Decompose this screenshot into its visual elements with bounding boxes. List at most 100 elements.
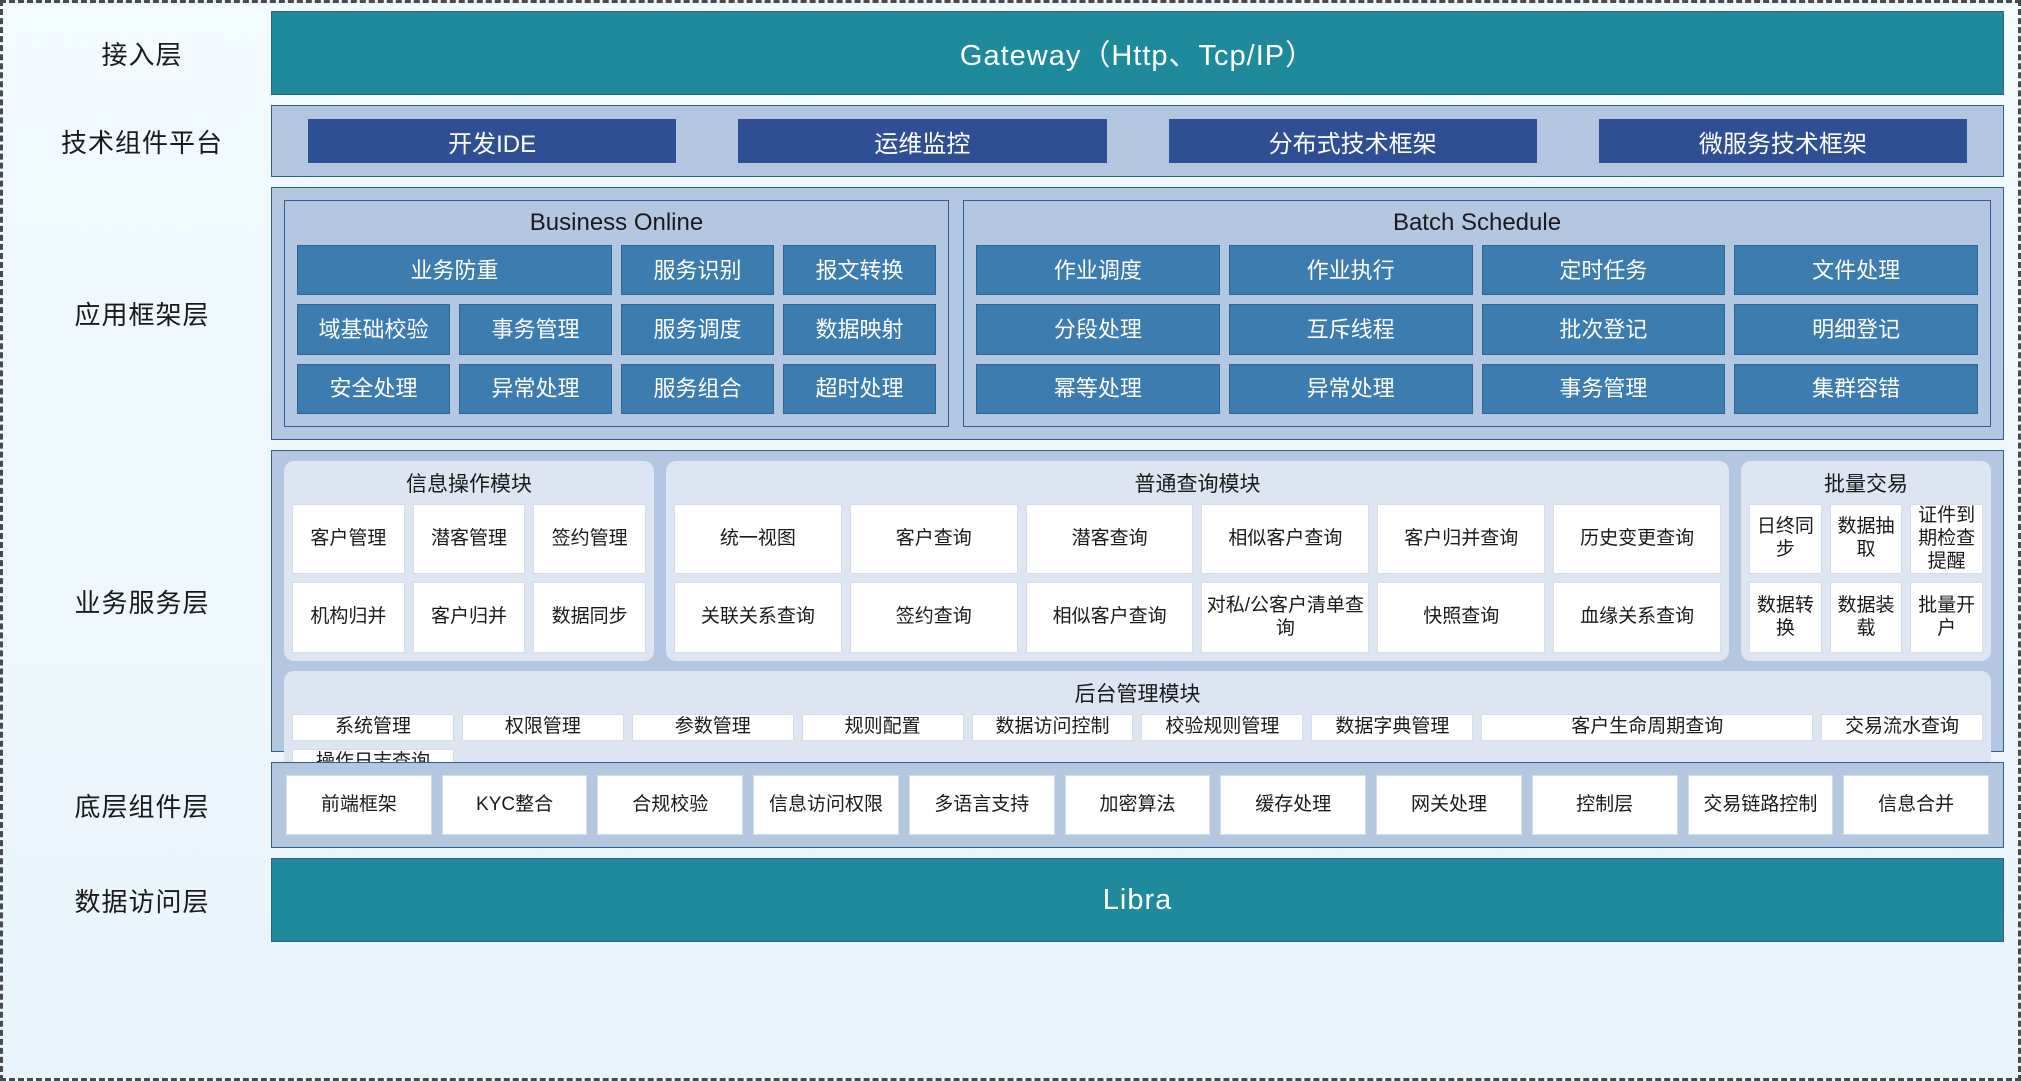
layer-label-access: 接入层 <box>101 39 183 70</box>
cell-base-9[interactable]: 交易链路控制 <box>1687 775 1834 835</box>
cell-base-3[interactable]: 信息访问权限 <box>753 775 899 835</box>
cell-base-2[interactable]: 合规校验 <box>597 775 744 835</box>
cell-base-6[interactable]: 缓存处理 <box>1220 775 1367 835</box>
cell-admin-0[interactable]: 系统管理 <box>292 713 454 741</box>
cell-admin-3[interactable]: 规则配置 <box>801 713 964 741</box>
cell-info-3[interactable]: 机构归并 <box>292 582 405 653</box>
layer-label-business-service: 业务服务层 <box>74 587 210 618</box>
cell-base-7[interactable]: 网关处理 <box>1376 775 1522 835</box>
cell-batch-7[interactable]: 明细登记 <box>1734 304 1978 355</box>
cell-base-4[interactable]: 多语言支持 <box>908 775 1055 835</box>
cell-batch-3[interactable]: 文件处理 <box>1734 245 1978 296</box>
cell-batchtx-1[interactable]: 数据抽取 <box>1829 504 1903 575</box>
gateway-bar: Gateway（Http、Tcp/IP） <box>271 11 2004 95</box>
cell-query-4[interactable]: 客户归并查询 <box>1377 504 1546 575</box>
cell-base-1[interactable]: KYC整合 <box>441 775 588 835</box>
batch-transaction-grid: 日终同步 数据抽取 证件到期检查提醒 数据转换 数据装载 批量开户 <box>1749 504 1983 653</box>
admin-management-title: 后台管理模块 <box>1074 682 1201 706</box>
gateway-label: Gateway（Http、Tcp/IP） <box>959 40 1316 72</box>
cell-base-0[interactable]: 前端框架 <box>286 775 432 835</box>
cell-query-3[interactable]: 相似客户查询 <box>1201 504 1370 575</box>
business-online-box: Business Online 业务防重 服务识别 报文转换 域基础校验 事务管… <box>284 200 949 427</box>
cell-online-7[interactable]: 安全处理 <box>297 363 450 414</box>
cell-online-10[interactable]: 超时处理 <box>783 363 936 414</box>
cell-online-2[interactable]: 报文转换 <box>783 245 936 296</box>
libra-bar: Libra <box>271 858 2004 942</box>
cell-query-9[interactable]: 对私/公客户清单查询 <box>1201 582 1370 653</box>
cell-query-8[interactable]: 相似客户查询 <box>1025 582 1194 653</box>
business-online-title: Business Online <box>529 209 704 236</box>
cell-base-10[interactable]: 信息合并 <box>1843 775 1989 835</box>
cell-batch-4[interactable]: 分段处理 <box>976 304 1220 355</box>
cell-batchtx-4[interactable]: 数据装载 <box>1829 582 1903 653</box>
libra-label: Libra <box>1102 883 1173 916</box>
cell-query-0[interactable]: 统一视图 <box>674 504 842 575</box>
cell-batchtx-5[interactable]: 批量开户 <box>1910 582 1983 653</box>
cell-online-6[interactable]: 数据映射 <box>783 304 936 355</box>
cell-batchtx-2[interactable]: 证件到期检查提醒 <box>1910 504 1983 575</box>
cell-info-0[interactable]: 客户管理 <box>292 504 405 575</box>
cell-online-9[interactable]: 服务组合 <box>621 363 774 414</box>
cell-batch-11[interactable]: 集群容错 <box>1734 363 1978 414</box>
cell-batch-2[interactable]: 定时任务 <box>1481 245 1726 296</box>
batch-transaction-title: 批量交易 <box>1824 473 1908 496</box>
business-service-top-row: 信息操作模块 客户管理 潜客管理 签约管理 机构归并 客户归并 数据同步 普通查… <box>284 461 1991 661</box>
tech-chip-ide[interactable]: 开发IDE <box>308 119 677 163</box>
info-operation-grid: 客户管理 潜客管理 签约管理 机构归并 客户归并 数据同步 <box>292 504 646 653</box>
cell-online-5[interactable]: 服务调度 <box>621 304 774 355</box>
business-online-grid: 业务防重 服务识别 报文转换 域基础校验 事务管理 服务调度 数据映射 安全处理… <box>297 245 936 414</box>
cell-info-1[interactable]: 潜客管理 <box>412 504 526 575</box>
cell-admin-7[interactable]: 客户生命周期查询 <box>1481 713 1814 741</box>
cell-admin-2[interactable]: 参数管理 <box>631 713 794 741</box>
cell-query-11[interactable]: 血缘关系查询 <box>1553 582 1721 653</box>
cell-online-1[interactable]: 服务识别 <box>621 245 774 296</box>
info-operation-module: 信息操作模块 客户管理 潜客管理 签约管理 机构归并 客户归并 数据同步 <box>284 461 654 661</box>
cell-query-2[interactable]: 潜客查询 <box>1025 504 1194 575</box>
cell-batch-9[interactable]: 异常处理 <box>1228 363 1473 414</box>
cell-online-4[interactable]: 事务管理 <box>459 304 612 355</box>
batch-schedule-box: Batch Schedule 作业调度 作业执行 定时任务 文件处理 分段处理 … <box>963 200 1991 427</box>
cell-info-4[interactable]: 客户归并 <box>412 582 526 653</box>
cell-batch-6[interactable]: 批次登记 <box>1481 304 1726 355</box>
cell-online-0[interactable]: 业务防重 <box>297 245 612 296</box>
cell-admin-4[interactable]: 数据访问控制 <box>971 713 1134 741</box>
base-component-grid: 前端框架 KYC整合 合规校验 信息访问权限 多语言支持 加密算法 缓存处理 网… <box>286 775 1989 835</box>
cell-batch-1[interactable]: 作业执行 <box>1228 245 1473 296</box>
cell-admin-6[interactable]: 数据字典管理 <box>1311 713 1474 741</box>
cell-batchtx-0[interactable]: 日终同步 <box>1749 504 1822 575</box>
cell-info-5[interactable]: 数据同步 <box>533 582 646 653</box>
cell-online-8[interactable]: 异常处理 <box>459 363 612 414</box>
batch-transaction-module: 批量交易 日终同步 数据抽取 证件到期检查提醒 数据转换 数据装载 批量开户 <box>1741 461 1991 661</box>
batch-schedule-grid: 作业调度 作业执行 定时任务 文件处理 分段处理 互斥线程 批次登记 明细登记 … <box>976 245 1978 414</box>
cell-batch-10[interactable]: 事务管理 <box>1481 363 1726 414</box>
layer-label-tech-platform: 技术组件平台 <box>60 127 223 158</box>
cell-admin-8[interactable]: 交易流水查询 <box>1821 713 1983 741</box>
cell-online-3[interactable]: 域基础校验 <box>297 304 450 355</box>
cell-base-5[interactable]: 加密算法 <box>1064 775 1211 835</box>
base-component-panel: 前端框架 KYC整合 合规校验 信息访问权限 多语言支持 加密算法 缓存处理 网… <box>271 762 2004 848</box>
layer-label-data-access: 数据访问层 <box>74 886 210 917</box>
cell-batchtx-3[interactable]: 数据转换 <box>1749 582 1822 653</box>
cell-query-7[interactable]: 签约查询 <box>849 582 1018 653</box>
layer-label-base-component: 底层组件层 <box>74 791 210 822</box>
tech-chip-distributed[interactable]: 分布式技术框架 <box>1168 119 1537 163</box>
cell-admin-1[interactable]: 权限管理 <box>461 713 624 741</box>
tech-chip-microservice[interactable]: 微服务技术框架 <box>1598 119 1967 163</box>
tech-chip-ops[interactable]: 运维监控 <box>738 119 1107 163</box>
cell-query-5[interactable]: 历史变更查询 <box>1553 504 1721 575</box>
cell-batch-0[interactable]: 作业调度 <box>976 245 1220 296</box>
cell-info-2[interactable]: 签约管理 <box>533 504 646 575</box>
cell-batch-5[interactable]: 互斥线程 <box>1228 304 1473 355</box>
app-framework-panel: Business Online 业务防重 服务识别 报文转换 域基础校验 事务管… <box>271 187 2004 440</box>
cell-admin-5[interactable]: 校验规则管理 <box>1141 713 1304 741</box>
cell-query-6[interactable]: 关联关系查询 <box>674 582 842 653</box>
cell-query-1[interactable]: 客户查询 <box>849 504 1018 575</box>
batch-schedule-title: Batch Schedule <box>1392 209 1562 236</box>
cell-query-10[interactable]: 快照查询 <box>1377 582 1546 653</box>
common-query-module: 普通查询模块 统一视图 客户查询 潜客查询 相似客户查询 客户归并查询 历史变更… <box>666 461 1729 661</box>
info-operation-title: 信息操作模块 <box>406 473 532 496</box>
business-service-panel: 信息操作模块 客户管理 潜客管理 签约管理 机构归并 客户归并 数据同步 普通查… <box>271 450 2004 784</box>
cell-batch-8[interactable]: 幂等处理 <box>976 363 1220 414</box>
cell-base-8[interactable]: 控制层 <box>1531 775 1678 835</box>
